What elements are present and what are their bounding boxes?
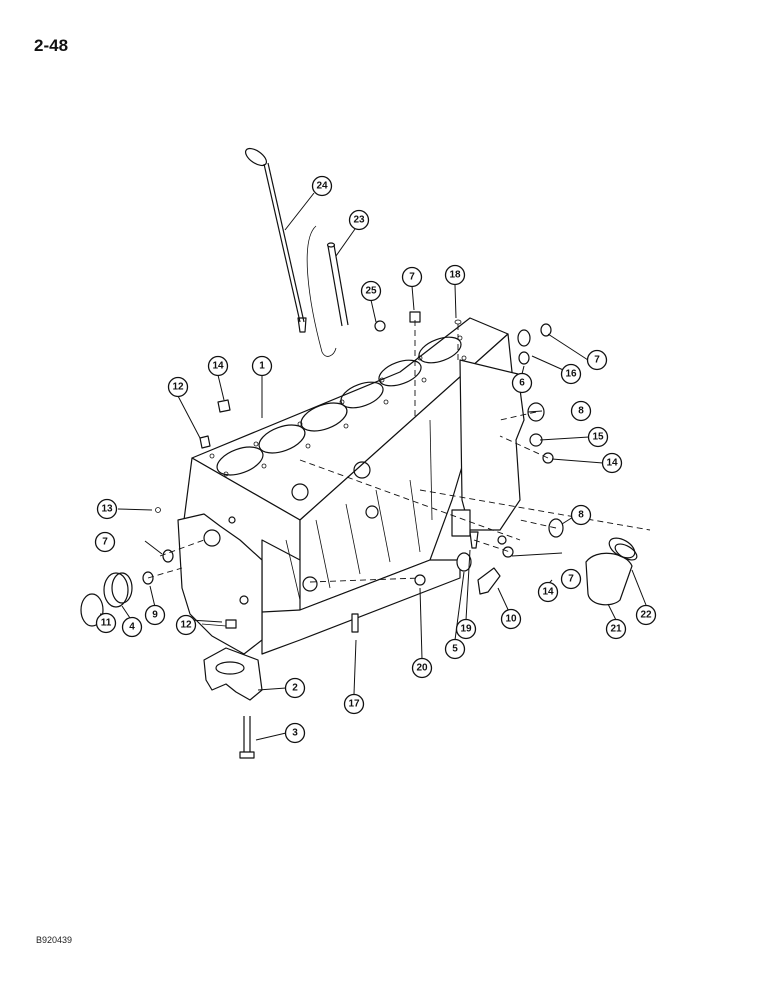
callout-label: 5 (452, 644, 458, 655)
callout-11: 11 (95, 612, 117, 634)
engine-block (177, 317, 525, 655)
callout-19: 19 (455, 618, 477, 640)
main-bearing-cap-part (203, 647, 263, 701)
callout-24: 24 (311, 175, 333, 197)
callout-7-left: 7 (94, 531, 116, 553)
head-bolt-holes (209, 335, 467, 477)
callout-label: 3 (292, 728, 298, 739)
callout-label: 19 (460, 624, 472, 635)
callout-label: 14 (606, 458, 618, 469)
callout-label: 14 (212, 361, 224, 372)
callout-22: 22 (635, 604, 657, 626)
callout-label: 1 (259, 361, 265, 372)
callout-label: 12 (180, 620, 192, 631)
callout-label: 8 (578, 406, 584, 417)
callout-label: 22 (640, 610, 652, 621)
main-bearing-bolt-part (239, 716, 255, 759)
callout-label: 8 (578, 510, 584, 521)
callout-12-top: 12 (167, 376, 189, 398)
callout-label: 7 (409, 272, 415, 283)
callout-14-right: 14 (601, 452, 623, 474)
callout-10: 10 (500, 608, 522, 630)
callout-7-top-right: 7 (586, 349, 608, 371)
callout-label: 13 (101, 504, 113, 515)
callout-20: 20 (411, 657, 433, 679)
callout-21: 21 (605, 618, 627, 640)
callout-label: 7 (594, 355, 600, 366)
callout-label: 11 (101, 618, 112, 629)
callout-25: 25 (360, 280, 382, 302)
callout-8-upper: 8 (570, 400, 592, 422)
dipstick-tube-part (306, 225, 349, 357)
callout-17: 17 (343, 693, 365, 715)
callout-13: 13 (96, 498, 118, 520)
callout-label: 12 (172, 382, 184, 393)
callout-2: 2 (284, 677, 306, 699)
callout-label: 7 (568, 574, 574, 585)
callout-label: 21 (610, 624, 622, 635)
callout-7-top: 7 (401, 266, 423, 288)
callout-8-lower: 8 (570, 504, 592, 526)
right-side-parts (351, 311, 638, 633)
page-number: 2-48 (34, 36, 69, 55)
callout-label: 10 (505, 614, 517, 625)
callout-label: 4 (129, 622, 135, 633)
callout-label: 20 (416, 663, 428, 674)
drawing-code: B920439 (36, 935, 73, 945)
callout-label: 15 (592, 432, 604, 443)
callout-label: 6 (519, 378, 525, 389)
callout-3: 3 (284, 722, 306, 744)
callout-4: 4 (121, 616, 143, 638)
callout-15: 15 (587, 426, 609, 448)
callout-16: 16 (560, 363, 582, 385)
callout-23: 23 (348, 209, 370, 231)
callout-label: 25 (365, 286, 377, 297)
callout-label: 18 (449, 270, 461, 281)
callout-label: 14 (542, 587, 554, 598)
callout-label: 24 (316, 181, 328, 192)
leader-lines (100, 192, 647, 741)
callout-9: 9 (144, 604, 166, 626)
callout-18: 18 (444, 264, 466, 286)
callout-label: 17 (348, 699, 360, 710)
callout-label: 7 (102, 537, 108, 548)
callout-14-top: 14 (207, 355, 229, 377)
callout-7-bottom-right: 7 (560, 568, 582, 590)
dipstick-part (244, 147, 307, 333)
callout-label: 2 (292, 683, 298, 694)
callout-12-bottom: 12 (175, 614, 197, 636)
assembly-lines (147, 320, 651, 583)
callout-14-bottom: 14 (537, 581, 559, 603)
callout-label: 23 (353, 215, 365, 226)
callout-1: 1 (251, 355, 273, 377)
callout-6: 6 (511, 372, 533, 394)
block-ribs (203, 419, 471, 610)
callout-label: 16 (565, 369, 577, 380)
callout-label: 9 (152, 610, 158, 621)
callout-5: 5 (444, 638, 466, 660)
